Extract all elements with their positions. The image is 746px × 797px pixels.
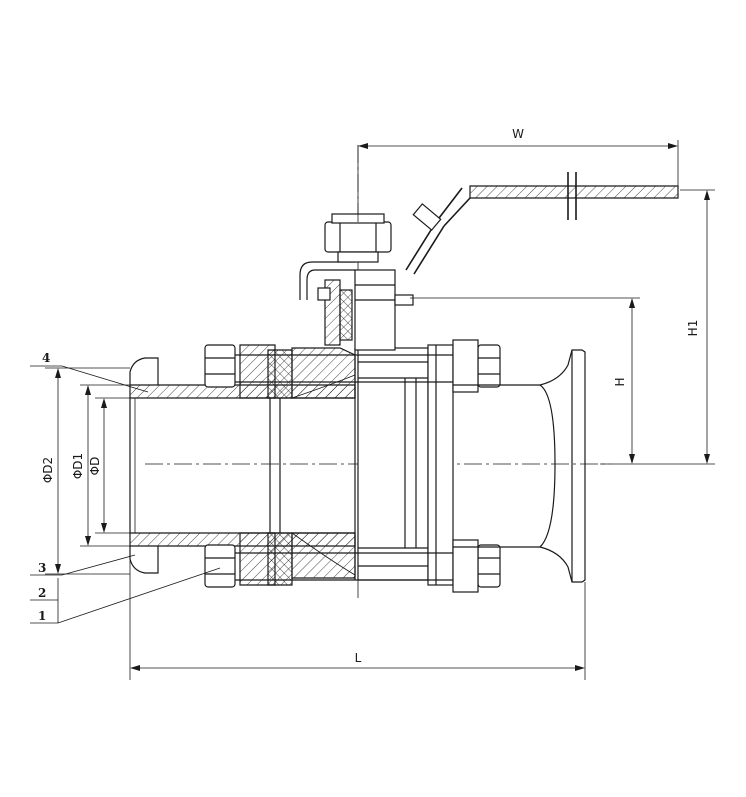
dim-height-center-label: H bbox=[613, 377, 627, 386]
dim-height-total-label: H1 bbox=[686, 320, 700, 337]
body-right bbox=[357, 344, 454, 586]
dim-d1-label: ΦD1 bbox=[71, 453, 85, 479]
part-callouts: 4 3 2 1 bbox=[30, 351, 221, 624]
right-end-connection bbox=[453, 349, 586, 583]
dim-width-label: W bbox=[512, 127, 524, 141]
callout-4: 4 bbox=[42, 351, 50, 365]
dimension-lines bbox=[45, 140, 715, 680]
body-left-cap bbox=[239, 344, 293, 586]
lever-handle bbox=[405, 172, 679, 275]
callout-2: 2 bbox=[38, 586, 46, 600]
dim-d-label: ΦD bbox=[88, 457, 102, 476]
dim-d2-label: ΦD2 bbox=[41, 457, 55, 483]
body-center bbox=[291, 347, 356, 580]
callout-3: 3 bbox=[38, 561, 46, 575]
stem-assembly bbox=[299, 261, 414, 351]
callout-1: 1 bbox=[38, 609, 46, 623]
dimension-labels: W H1 H L ΦD2 ΦD1 ΦD bbox=[41, 127, 700, 665]
dim-length-label: L bbox=[355, 651, 362, 665]
bolts bbox=[204, 339, 501, 593]
